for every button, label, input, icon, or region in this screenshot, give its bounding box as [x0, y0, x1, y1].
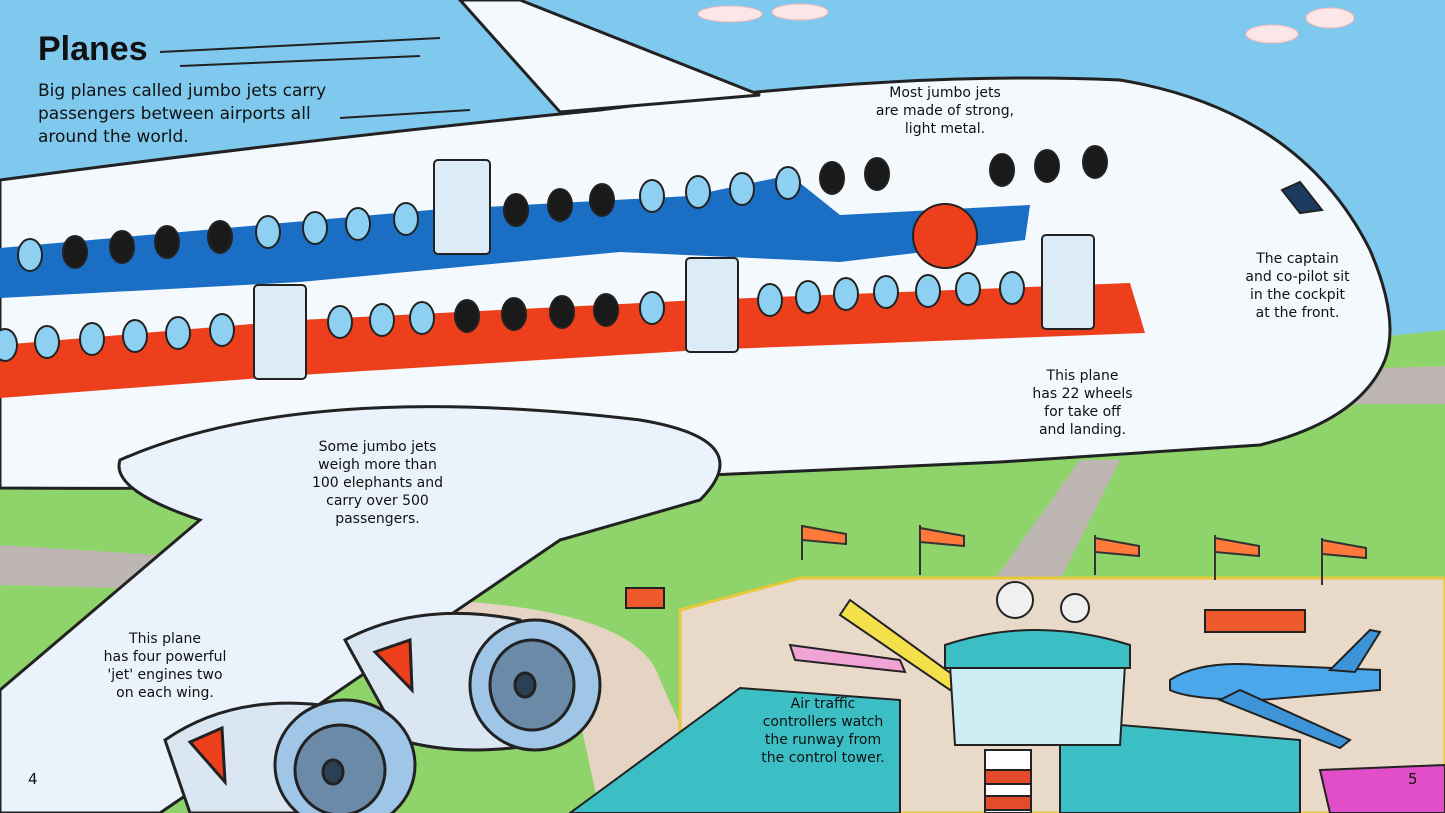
caption-line: weigh more than [318, 457, 437, 473]
caption-line: at the front. [1255, 305, 1340, 321]
speed-lines [159, 37, 471, 119]
caption-line: controllers watch [762, 714, 884, 730]
caption-line: are made of strong, [875, 103, 1015, 119]
caption-line: the control tower. [761, 750, 885, 766]
caption-line: Most jumbo jets [889, 85, 1001, 101]
intro-text: Big planes called jumbo jets carry passe… [38, 81, 327, 147]
caption-line: Air traffic [790, 696, 856, 712]
stripe-blue [0, 175, 1030, 298]
caption-line: on each wing. [116, 685, 214, 701]
page-number-right: 5 [1408, 770, 1418, 788]
caption-wheels: This plane has 22 wheels for take off an… [1010, 367, 1155, 439]
yellow-plane [788, 598, 962, 692]
upper-windows [17, 145, 1108, 272]
caption-cockpit: The captain and co-pilot sit in the cock… [1225, 250, 1370, 322]
cockpit-window [1280, 180, 1324, 215]
pink-plane [1318, 763, 1445, 813]
caption-line: Some jumbo jets [318, 439, 437, 455]
clouds [697, 3, 1355, 44]
caption-line: in the cockpit [1250, 287, 1345, 303]
fuel-truck [1204, 609, 1306, 633]
caption-line: and landing. [1038, 422, 1127, 438]
control-tower [944, 581, 1131, 813]
caption-line: This plane [1046, 368, 1119, 384]
doors [253, 159, 1095, 380]
caption-line: carry over 500 [326, 493, 429, 509]
caption-tower: Air traffic controllers watch the runway… [748, 695, 898, 767]
caption-engines: This plane has four powerful 'jet' engin… [85, 630, 245, 702]
page-number-left: 4 [28, 770, 38, 788]
caption-weight: Some jumbo jets weigh more than 100 elep… [295, 438, 460, 528]
caption-line: 'jet' engines two [107, 667, 223, 683]
taxiway [980, 460, 1120, 600]
terminal-roof [568, 686, 901, 813]
caption-line: light metal. [904, 121, 986, 137]
page-title: Planes [38, 30, 148, 68]
lower-windows [0, 271, 1025, 362]
main-wing [0, 405, 722, 813]
blue-jet [1169, 628, 1382, 750]
airline-logo [912, 203, 978, 269]
caption-metal: Most jumbo jets are made of strong, ligh… [850, 84, 1040, 138]
caption-line: the runway from [764, 732, 882, 748]
windsocks [801, 524, 1367, 585]
engines [163, 611, 602, 813]
caption-line: has 22 wheels [1032, 386, 1133, 402]
orange-sign [625, 587, 665, 609]
caption-line: for take off [1044, 404, 1121, 420]
caption-line: The captain [1256, 251, 1339, 267]
caption-line: passengers. [335, 511, 420, 527]
caption-line: 100 elephants and [311, 475, 444, 491]
caption-line: This plane [129, 631, 201, 647]
caption-line: and co-pilot sit [1245, 269, 1350, 285]
upper-wing [457, 0, 761, 114]
caption-line: has four powerful [103, 649, 227, 665]
